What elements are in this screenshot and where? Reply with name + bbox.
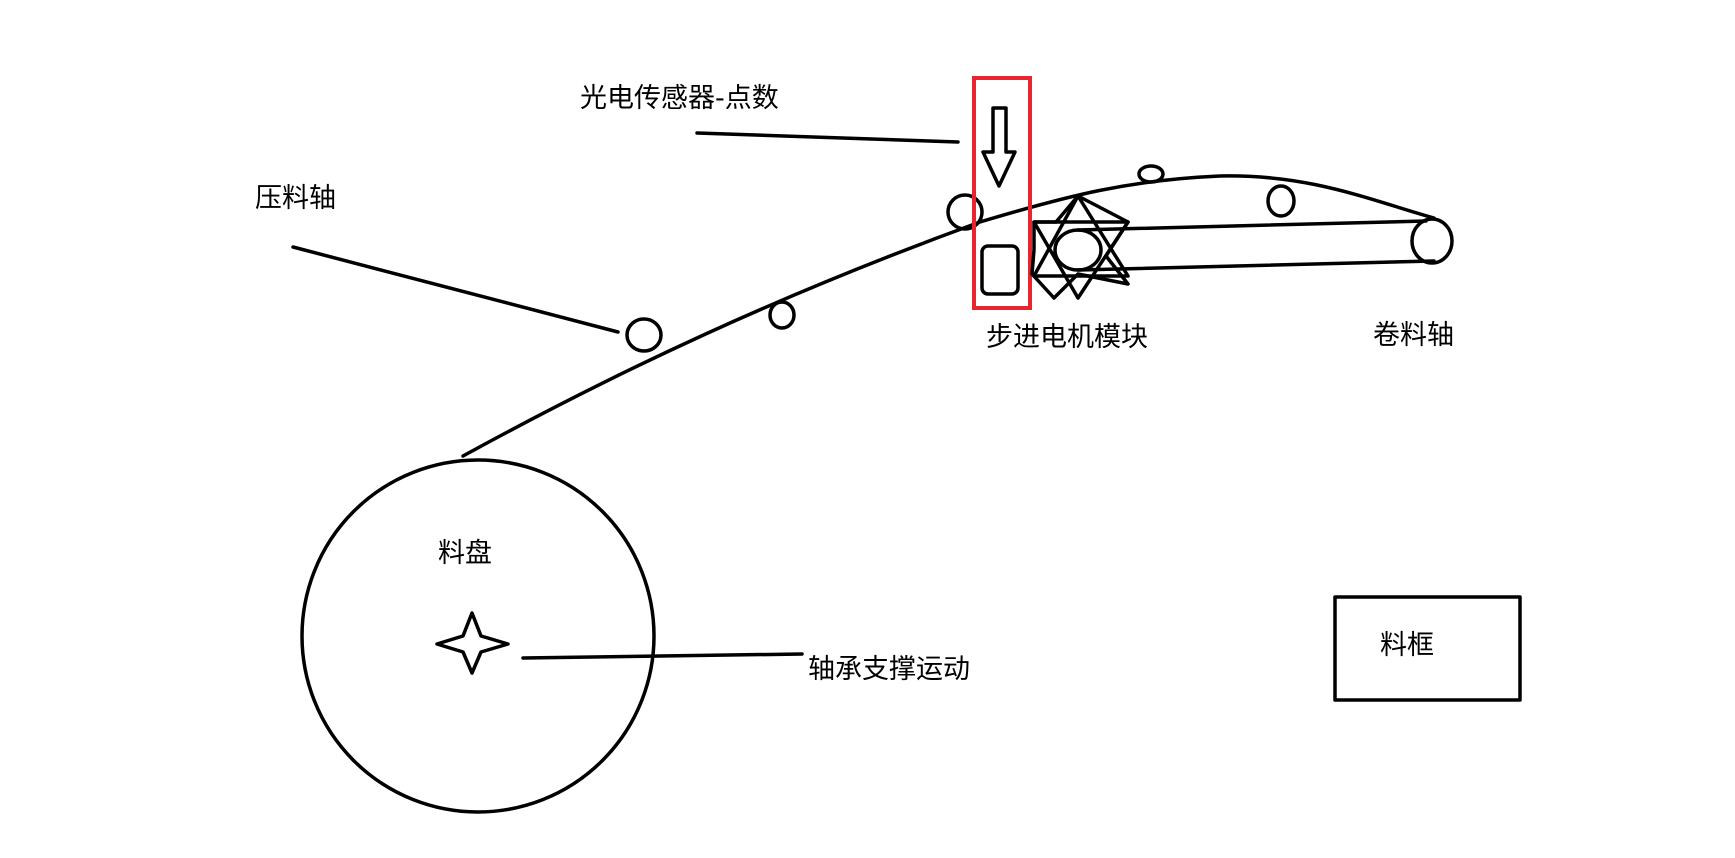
lower-web-line [1076, 259, 1436, 272]
bearing-leader-line [521, 652, 804, 660]
stepper-module-label: 步进电机模块 [986, 322, 1148, 353]
press-roller-4 [1137, 164, 1165, 184]
down-arrow-icon [981, 106, 1017, 188]
material-web-path [461, 174, 1436, 458]
material-reel-label: 料盘 [438, 538, 492, 569]
upper-web-line [1076, 219, 1428, 232]
four-point-star-icon [435, 611, 510, 675]
winding-shaft-roller [1410, 217, 1454, 265]
stepper-roller [1053, 228, 1103, 272]
material-frame-label: 料框 [1380, 630, 1434, 661]
sensor-highlight-box [972, 76, 1032, 310]
material-reel-circle [300, 458, 656, 814]
bearing-support-label: 轴承支撑运动 [808, 654, 970, 685]
press-roller-label: 压料轴 [255, 183, 336, 214]
photo-sensor-label: 光电传感器-点数 [580, 83, 779, 114]
winding-shaft-label: 卷料轴 [1373, 320, 1454, 351]
press-roller-5 [1266, 184, 1296, 218]
press-roller-1 [625, 317, 663, 353]
press-roller-3 [946, 193, 984, 231]
press-roller-leader-line [291, 245, 620, 334]
photo-sensor-leader-line [695, 131, 960, 144]
stepper-gear-triangle-1 [1032, 194, 1130, 278]
stepper-gear-triangle-2 [1032, 220, 1130, 300]
material-frame-box [1333, 595, 1522, 702]
sensor-block [980, 244, 1020, 296]
press-roller-2 [768, 300, 796, 330]
